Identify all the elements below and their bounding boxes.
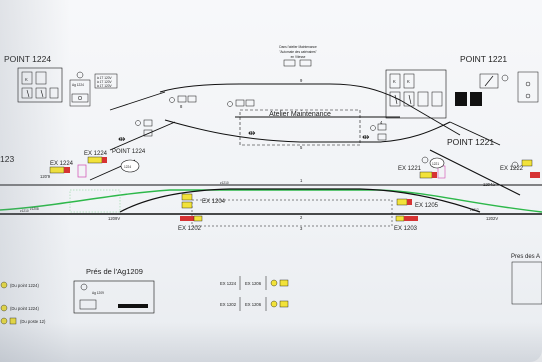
- km-1204a: 1204a: [483, 182, 495, 187]
- workshop-box: [239, 109, 361, 146]
- signals-left: [135, 95, 255, 137]
- svg-text:(Du point 1224): (Du point 1224): [10, 283, 39, 288]
- track-arc-lower: [119, 188, 481, 213]
- workshop-note-3: en Vitesse: [291, 55, 306, 59]
- right-fragment-box: [511, 261, 542, 305]
- svg-text:à 1T 120V: à 1T 120V: [97, 80, 113, 84]
- ex-1205-label: EX 1205: [415, 203, 439, 209]
- svg-text:à 1T 120V: à 1T 120V: [97, 76, 113, 80]
- left-ag-box: Ag 1224 à 1T 120V à 1T 120V à 1T 120V: [69, 71, 118, 107]
- km-z1208: z1208: [30, 207, 39, 211]
- track-number-8: 8: [180, 104, 183, 109]
- dashed-loop: [191, 199, 393, 227]
- ex-1222-label: EX 1222: [500, 166, 524, 172]
- workshop-note-2: "Automate des caténaires": [279, 50, 317, 54]
- heading-point-right: POINT 1221: [460, 54, 507, 64]
- track-number-4: 4: [380, 120, 383, 125]
- track-diag-right-2: [429, 149, 521, 196]
- km-120-9: 120'9: [40, 174, 51, 179]
- track-number-2: 2: [300, 215, 303, 220]
- track-green: [0, 189, 542, 213]
- double-arrow-icon: ⇹: [248, 128, 256, 138]
- green-zone-left: [69, 189, 121, 213]
- svg-text:Ag 1224: Ag 1224: [72, 83, 84, 87]
- track-diag-right-3: [449, 121, 501, 146]
- right-control-panel: K K: [385, 69, 539, 119]
- km-z1210-mid: z1210: [220, 181, 229, 185]
- svg-text:K: K: [407, 79, 410, 84]
- svg-text:EX 1202: EX 1202: [220, 302, 237, 307]
- track-number-1: 1: [300, 178, 303, 183]
- ex-1203-marker: [395, 215, 418, 222]
- svg-text:K: K: [393, 79, 396, 84]
- ag-1209-label: Ag 1209: [92, 291, 104, 295]
- track-9: [159, 83, 401, 101]
- right-fragment-heading: Pres des A: [511, 254, 540, 260]
- svg-text:K: K: [25, 77, 28, 82]
- point-1221-bubble-text: 1221: [432, 162, 439, 166]
- km-1209v: 1209V: [108, 216, 120, 221]
- ex-1203-label: EX 1203: [394, 226, 418, 232]
- ag-1209-dark-bar: [118, 304, 148, 308]
- ex-1204-label: EX 1204: [202, 199, 226, 205]
- ex-1202-marker: [180, 215, 203, 222]
- heading-point-left: POINT 1224: [4, 54, 51, 64]
- ex-1224-label-2: EX 1224: [84, 151, 108, 157]
- point-1224-bubble-text: 1224: [124, 165, 131, 169]
- legend-list: (Du point 1224) (Du point 1224) (Du post…: [0, 281, 46, 325]
- workshop-note-box-2: [299, 59, 312, 67]
- workshop-note-box-1: [283, 59, 296, 67]
- point-1224-bubble: [120, 159, 140, 173]
- km-1202v: 1202V: [486, 216, 498, 221]
- pres-title: Prés de l'Ag1209: [86, 267, 143, 276]
- svg-text:EX 1224: EX 1224: [220, 281, 237, 286]
- svg-text:à 1T 120V: à 1T 120V: [97, 84, 113, 88]
- ex-1221-marker: [419, 165, 446, 179]
- left-control-panel: K: [17, 67, 63, 103]
- svg-text:(Du point 1224): (Du point 1224): [10, 306, 39, 311]
- track-number-3: 3: [300, 226, 303, 231]
- svg-text:EX 1206: EX 1206: [245, 281, 262, 286]
- heading-left-fragment: 123: [0, 154, 14, 164]
- point-1221-small: POINT 1221: [447, 137, 494, 147]
- ex-1202-label: EX 1202: [178, 226, 202, 232]
- workshop-note-1: Dans l'atelier Maintenance: [279, 45, 317, 49]
- ag-1209-sub-box: [79, 299, 97, 310]
- ag-1209-box: [73, 280, 155, 314]
- double-arrow-icon: ⇹: [118, 134, 126, 144]
- ex-table: EX 1224 EX 1206 EX 1202 EX 1206: [220, 276, 289, 311]
- km-z1212: z1212: [470, 208, 479, 212]
- track-number-9: 9: [300, 78, 303, 83]
- ex-1224-label: EX 1224: [50, 161, 74, 167]
- ex-1205-marker: [396, 198, 412, 206]
- workshop-label: Atelier Maintenance: [269, 111, 331, 118]
- track-diag-left-2: [109, 121, 176, 151]
- track-number-5: 5: [300, 145, 303, 150]
- track-diag-right-1: [399, 99, 461, 136]
- ex-1222-marker: [521, 159, 540, 178]
- km-z1210-left: z1210: [20, 209, 29, 213]
- ag-1209-circle: [80, 283, 88, 291]
- ex-1221-label: EX 1221: [398, 166, 422, 172]
- signals-right: [370, 123, 519, 169]
- svg-text:(Du poste 12): (Du poste 12): [20, 319, 46, 324]
- svg-text:EX 1206: EX 1206: [245, 302, 262, 307]
- ex-1224-marker-2: [87, 156, 107, 164]
- double-arrow-icon: ⇹: [362, 132, 370, 142]
- point-1224-small: POINT 1224: [112, 149, 146, 155]
- track-5: [164, 119, 451, 143]
- ex-1224-marker: [49, 164, 87, 178]
- ex-1204-marker: [181, 193, 193, 209]
- track-diag-left-1: [109, 91, 166, 111]
- point-1221-bubble: [429, 157, 445, 169]
